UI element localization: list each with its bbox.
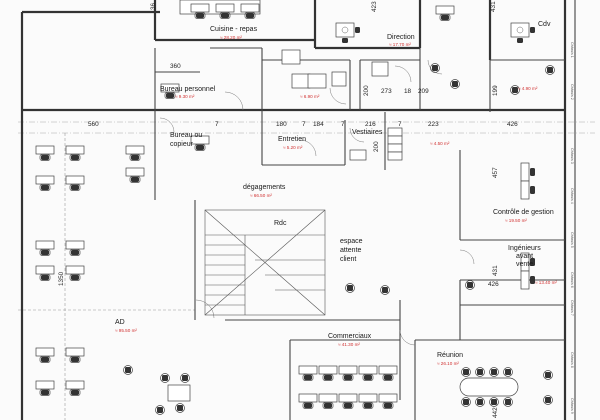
room-cuisine-area: ≈ 28.20 m² — [220, 35, 242, 40]
waiting-seats — [123, 283, 390, 415]
structural-axes — [18, 121, 595, 420]
dim-7d: 7 — [398, 121, 402, 128]
room-commerciaux-name: Commerciaux — [328, 333, 372, 340]
dim-209: 209 — [418, 88, 429, 95]
side-label-4: Châssis 4 — [570, 188, 574, 204]
room-rdc-name: Rdc — [274, 220, 287, 227]
dim-216: 216 — [365, 121, 376, 128]
dim-7b: 7 — [302, 121, 306, 128]
room-reunion-name: Réunion — [437, 352, 463, 359]
room-ingenieurs-line2: avant — [516, 253, 533, 260]
dim-7c: 7 — [341, 121, 345, 128]
room-wc-area: ≈ 6.90 m² — [300, 94, 320, 99]
side-label-1: Châssis 1 — [570, 42, 574, 58]
dim-426a: 426 — [507, 121, 518, 128]
room-cdv-area: ≈ 4.90 m² — [518, 86, 538, 91]
dim-36: 36 — [150, 2, 157, 10]
dimension-labels: 423 431 360 200 273 18 209 199 560 7 180… — [58, 1, 518, 418]
meeting-table — [459, 367, 519, 407]
side-label-5: Châssis 5 — [570, 232, 574, 248]
dim-442: 442 — [492, 407, 499, 418]
dim-7a: 7 — [215, 121, 219, 128]
dim-457: 457 — [492, 167, 499, 178]
room-entretien-name: Entretien — [278, 136, 306, 143]
room-direction-area: ≈ 17.70 m² — [389, 42, 411, 47]
dim-560: 560 — [88, 121, 99, 128]
room-labels: Cuisine - repas ≈ 28.20 m² Direction ≈ 1… — [115, 21, 557, 366]
room-degagements-area: ≈ 66.50 m² — [250, 193, 272, 198]
dim-426b: 426 — [488, 281, 499, 288]
side-label-9: Châssis 9 — [570, 398, 574, 414]
room-vestiaires-area: ≈ 4.50 m² — [430, 141, 450, 146]
dim-199: 199 — [492, 85, 499, 96]
room-controle-area: ≈ 19.50 m² — [505, 218, 527, 223]
room-ingenieurs-area: ≈ 13.40 m² — [535, 280, 557, 285]
dim-18: 18 — [404, 88, 412, 95]
room-ad-name: AD — [115, 319, 125, 326]
dim-184: 184 — [313, 121, 324, 128]
room-reunion-area: ≈ 26.10 m² — [437, 361, 459, 366]
room-espace-line2: attente — [340, 247, 362, 254]
room-commerciaux-area: ≈ 41.30 m² — [338, 342, 360, 347]
dim-223: 223 — [428, 121, 439, 128]
staircase — [204, 209, 326, 316]
dim-273: 273 — [381, 88, 392, 95]
room-vestiaires-name: Vestiaires — [352, 129, 383, 136]
room-ingenieurs-line3: vente — [516, 261, 533, 268]
room-cdv-name: Cdv — [538, 21, 551, 28]
dim-180: 180 — [276, 121, 287, 128]
dim-431a: 431 — [490, 1, 497, 12]
dim-431b: 431 — [492, 265, 499, 276]
room-degagements-name: dégagements — [243, 184, 286, 191]
room-bureau-personnel-name: Bureau personnel — [160, 86, 216, 93]
room-entretien-area: ≈ 5.20 m² — [283, 145, 303, 150]
room-bureau-personnel-area: ≈ 9.30 m² — [175, 94, 195, 99]
dim-360: 360 — [170, 63, 181, 70]
dim-200a: 200 — [363, 85, 370, 96]
room-ingenieurs-line1: Ingénieurs — [508, 245, 541, 252]
room-bureau-copieur-line2: copieur — [170, 141, 194, 148]
side-label-3: Châssis 3 — [570, 148, 574, 164]
side-label-2: Châssis 2 — [570, 84, 574, 100]
side-label-7: Châssis 7 — [570, 300, 574, 316]
room-ad-area: ≈ 95.50 m² — [115, 328, 137, 333]
dim-200b: 200 — [373, 141, 380, 152]
side-label-8: Châssis 8 — [570, 352, 574, 368]
room-espace-line3: client — [340, 256, 356, 263]
exterior-walls — [20, 0, 576, 420]
dim-1350: 1350 — [58, 271, 65, 286]
dim-423: 423 — [371, 1, 378, 12]
room-controle-name: Contrôle de gestion — [493, 209, 554, 216]
room-bureau-copieur-line1: Bureau ou — [170, 132, 202, 139]
side-labels: Châssis 1 Châssis 2 Châssis 3 Châssis 4 … — [570, 42, 574, 414]
side-label-6: Châssis 6 — [570, 272, 574, 288]
lockers — [349, 127, 403, 161]
room-direction-name: Direction — [387, 34, 415, 41]
room-espace-line1: espace — [340, 238, 363, 245]
room-cuisine-name: Cuisine - repas — [210, 26, 258, 33]
interior-walls — [154, 47, 565, 420]
